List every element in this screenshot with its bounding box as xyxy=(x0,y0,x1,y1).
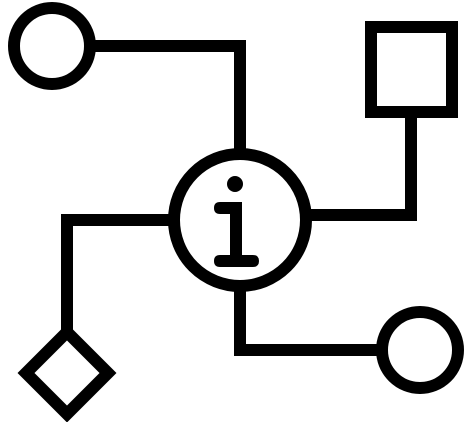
bottom-right-circle-node-icon xyxy=(376,306,464,394)
top-left-connector xyxy=(90,40,246,157)
top-right-connector xyxy=(303,112,417,221)
top-left-circle-node-icon xyxy=(8,2,96,90)
top-right-square-node-icon xyxy=(365,21,458,118)
info-glyph-icon xyxy=(214,176,259,267)
bottom-right-connector xyxy=(234,286,381,356)
bottom-left-diamond-node-icon xyxy=(17,323,117,422)
left-connector xyxy=(61,214,176,330)
info-circle-icon xyxy=(168,148,312,292)
